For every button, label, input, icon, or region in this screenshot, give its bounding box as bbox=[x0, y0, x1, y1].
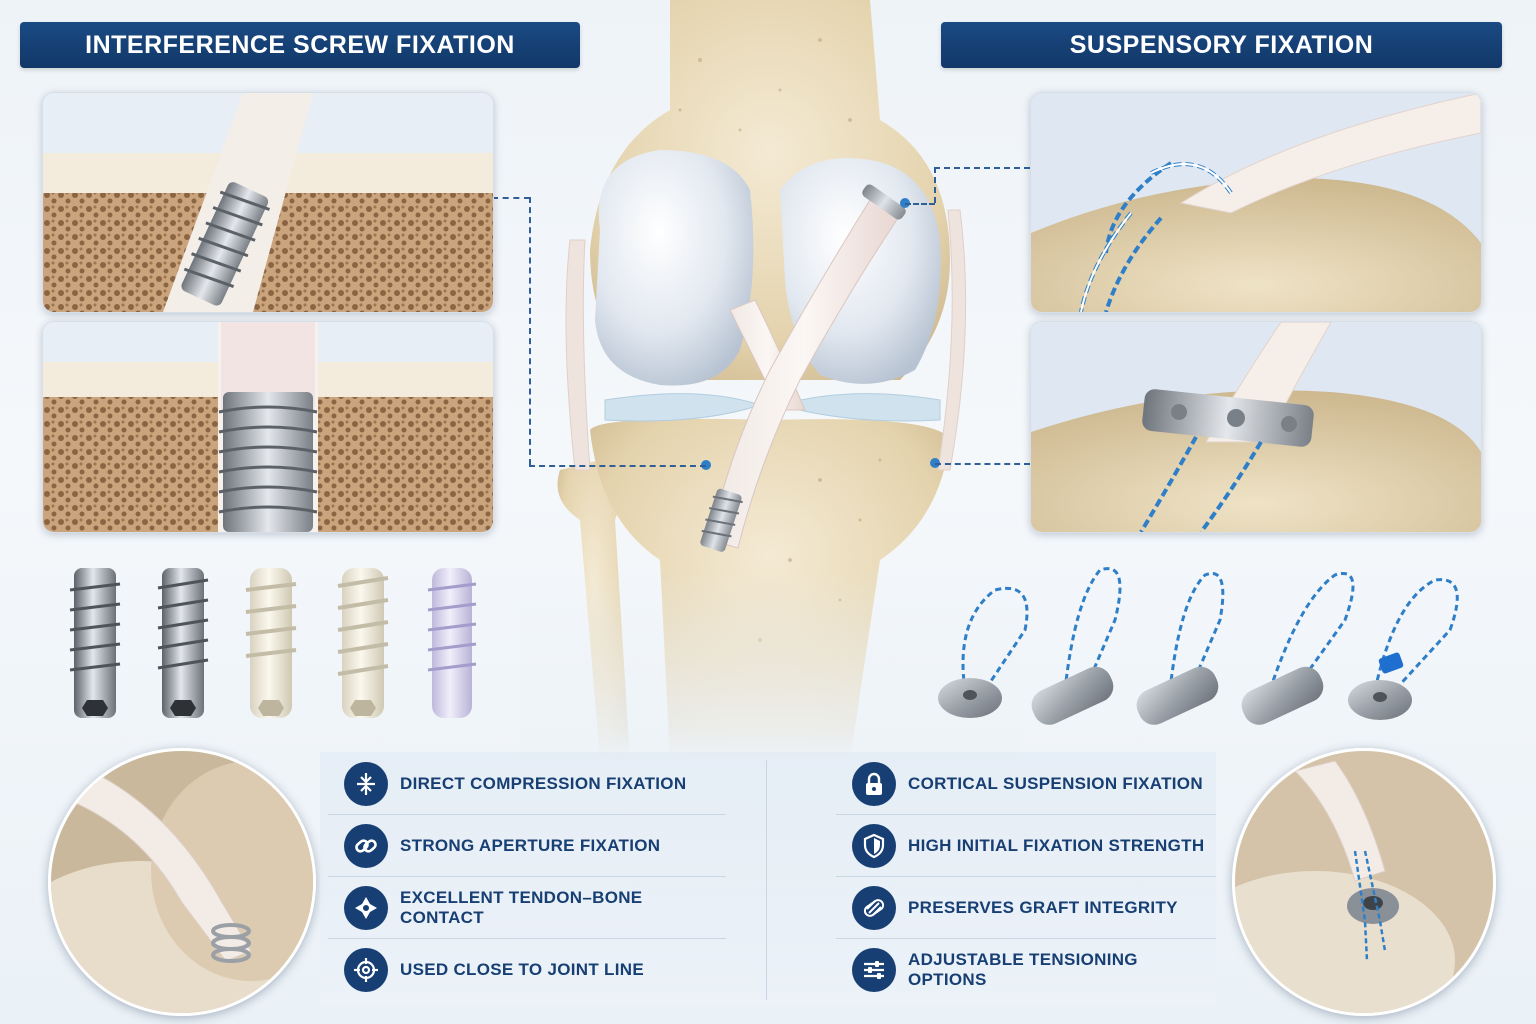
feature-label: USED CLOSE TO JOINT LINE bbox=[400, 960, 644, 979]
callout-line-right-top-h bbox=[905, 203, 935, 205]
callout-line-left-h2 bbox=[529, 465, 706, 467]
bioabsorbable-screw bbox=[427, 568, 477, 718]
feature-item: DIRECT COMPRESSION FIXATION bbox=[328, 754, 726, 815]
peek-screw-1 bbox=[245, 568, 297, 718]
feature-item: EXCELLENT TENDON–BONE CONTACT bbox=[328, 878, 726, 939]
arthroscopy-screw-view bbox=[48, 748, 316, 1016]
feature-label: EXCELLENT TENDON–BONE CONTACT bbox=[400, 888, 643, 927]
callout-line-left-v bbox=[529, 197, 531, 465]
feature-item: CORTICAL SUSPENSION FIXATION bbox=[836, 754, 1216, 815]
shield-icon bbox=[852, 824, 896, 868]
feature-label: STRONG APERTURE FIXATION bbox=[400, 836, 661, 855]
feature-item: USED CLOSE TO JOINT LINE bbox=[328, 940, 726, 1000]
suspensory-benefits-list: CORTICAL SUSPENSION FIXATION HIGH INITIA… bbox=[836, 752, 1216, 1002]
feature-item: HIGH INITIAL FIXATION STRENGTH bbox=[836, 816, 1216, 877]
feature-label: ADJUSTABLE TENSIONING OPTIONS bbox=[908, 950, 1138, 989]
screw-cross-section-panel bbox=[42, 321, 494, 533]
titanium-screw-1 bbox=[69, 568, 121, 718]
contact-icon bbox=[344, 886, 388, 930]
graft-icon bbox=[852, 886, 896, 930]
interference-screw-header: INTERFERENCE SCREW FIXATION bbox=[20, 22, 580, 68]
feature-item: PRESERVES GRAFT INTEGRITY bbox=[836, 878, 1216, 939]
callout-line-right-top-h2 bbox=[934, 167, 1030, 169]
feature-label: CORTICAL SUSPENSION FIXATION bbox=[908, 774, 1203, 793]
link-icon bbox=[344, 824, 388, 868]
feature-item: ADJUSTABLE TENSIONING OPTIONS bbox=[836, 940, 1216, 1000]
titanium-screw-2 bbox=[157, 568, 209, 718]
callout-line-right-bottom bbox=[935, 463, 1030, 465]
cortical-button-panel bbox=[1030, 321, 1482, 533]
callout-line-right-top-v bbox=[934, 167, 936, 203]
feature-item: STRONG APERTURE FIXATION bbox=[328, 816, 726, 877]
suture-loop-panel bbox=[1030, 92, 1482, 313]
peek-screw-2 bbox=[337, 568, 389, 718]
lock-icon bbox=[852, 762, 896, 806]
suspensory-fixation-header: SUSPENSORY FIXATION bbox=[941, 22, 1502, 68]
feature-label: HIGH INITIAL FIXATION STRENGTH bbox=[908, 836, 1205, 855]
suspensory-button-implants bbox=[938, 567, 1459, 725]
interference-screw-title: INTERFERENCE SCREW FIXATION bbox=[85, 30, 515, 59]
features-band bbox=[320, 752, 1216, 1004]
suspensory-fixation-title: SUSPENSORY FIXATION bbox=[1069, 30, 1374, 59]
interference-screw-implants bbox=[69, 568, 477, 718]
screw-benefits-list: DIRECT COMPRESSION FIXATION STRONG APERT… bbox=[328, 752, 726, 1002]
feature-label: PRESERVES GRAFT INTEGRITY bbox=[908, 898, 1178, 917]
compression-icon bbox=[344, 762, 388, 806]
sliders-icon bbox=[852, 948, 896, 992]
callout-line-left-h bbox=[492, 197, 530, 199]
features-divider bbox=[766, 760, 767, 1000]
feature-label: DIRECT COMPRESSION FIXATION bbox=[400, 774, 687, 793]
target-icon bbox=[344, 948, 388, 992]
screw-oblique-panel bbox=[42, 92, 494, 313]
knee-anatomy-illustration bbox=[520, 0, 1020, 760]
arthroscopy-button-view bbox=[1232, 748, 1496, 1016]
